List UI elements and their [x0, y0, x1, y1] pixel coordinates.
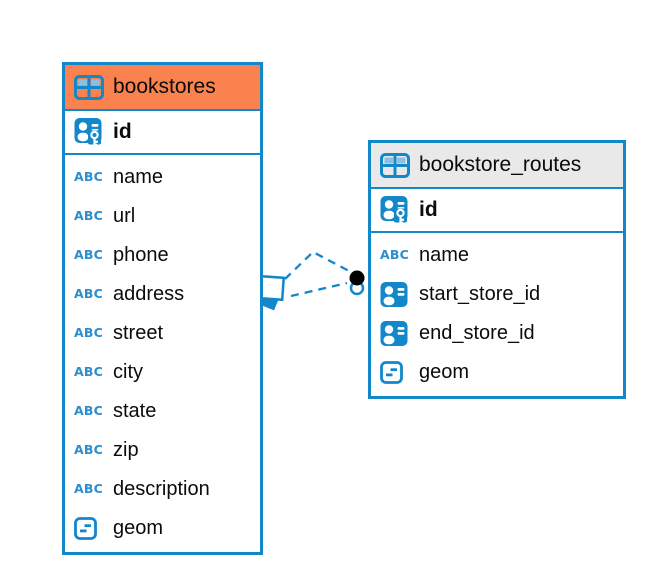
- column-row-address[interactable]: ABC address: [65, 275, 260, 314]
- column-label: geom: [113, 517, 164, 539]
- column-label: street: [113, 322, 164, 344]
- column-type-icon-slot: [74, 517, 104, 540]
- column-row-end_store_id[interactable]: end_store_id: [371, 314, 623, 353]
- column-type-icon-slot: [380, 320, 410, 347]
- abc-icon: ABC: [74, 325, 103, 341]
- column-type-icon-slot: [380, 281, 410, 308]
- abc-icon: ABC: [74, 481, 103, 497]
- table-title: bookstores: [113, 75, 216, 98]
- column-row-state[interactable]: ABC state: [65, 392, 260, 431]
- primary-key-row[interactable]: id: [371, 189, 623, 233]
- column-row-url[interactable]: ABC url: [65, 197, 260, 236]
- column-type-icon-slot: ABC: [74, 327, 104, 340]
- column-label: phone: [113, 244, 169, 266]
- table-grid-icon: [380, 152, 410, 178]
- column-type-icon-slot: ABC: [74, 288, 104, 301]
- column-type-icon-slot: ABC: [74, 444, 104, 457]
- table-bookstores-header[interactable]: bookstores: [65, 65, 260, 111]
- column-label: name: [419, 244, 470, 266]
- relationship-edges[interactable]: [253, 250, 365, 311]
- abc-icon: ABC: [74, 169, 103, 185]
- column-row-street[interactable]: ABC street: [65, 314, 260, 353]
- table-bookstore-routes[interactable]: bookstore_routes id ABC: [368, 140, 626, 399]
- column-label: address: [113, 283, 185, 305]
- column-type-icon-slot: ABC: [74, 249, 104, 262]
- abc-icon: ABC: [74, 286, 103, 302]
- column-type-icon-slot: [380, 361, 410, 384]
- column-type-icon-slot: ABC: [74, 171, 104, 184]
- column-type-icon-slot: ABC: [74, 210, 104, 223]
- table-grid-icon: [74, 74, 104, 100]
- column-label: geom: [419, 361, 470, 383]
- primary-key-row[interactable]: id: [65, 111, 260, 155]
- column-label: state: [113, 400, 157, 422]
- person-key-icon: [380, 196, 408, 224]
- column-row-city[interactable]: ABC city: [65, 353, 260, 392]
- table-title: bookstore_routes: [419, 153, 582, 176]
- geometry-icon: [380, 361, 403, 384]
- table-bookstore-routes-columns: ABC name start_store_id end_store_id geo…: [371, 233, 623, 396]
- column-label: city: [113, 361, 143, 383]
- relationship-edge-lower: [290, 281, 348, 298]
- abc-icon: ABC: [74, 208, 103, 224]
- column-type-icon-slot: ABC: [74, 366, 104, 379]
- abc-icon: ABC: [74, 247, 103, 263]
- column-label: end_store_id: [419, 322, 535, 344]
- relationship-target-marker: [349, 270, 365, 296]
- geometry-icon: [74, 517, 97, 540]
- abc-icon: ABC: [74, 403, 103, 419]
- column-row-start_store_id[interactable]: start_store_id: [371, 275, 623, 314]
- primary-key-label: id: [113, 120, 132, 143]
- table-bookstore-routes-header[interactable]: bookstore_routes: [371, 143, 623, 189]
- abc-icon: ABC: [74, 364, 103, 380]
- relationship-edge-upper: [284, 250, 352, 280]
- column-label: description: [113, 478, 210, 500]
- column-type-icon-slot: ABC: [380, 249, 410, 262]
- column-row-name[interactable]: ABC name: [371, 236, 623, 275]
- person-key-icon: [74, 118, 102, 146]
- column-row-name[interactable]: ABC name: [65, 158, 260, 197]
- column-row-description[interactable]: ABC description: [65, 470, 260, 509]
- column-row-zip[interactable]: ABC zip: [65, 431, 260, 470]
- person-card-icon: [380, 321, 408, 346]
- column-type-icon-slot: ABC: [74, 405, 104, 418]
- table-bookstores[interactable]: bookstores id ABC name: [62, 62, 263, 555]
- column-type-icon-slot: ABC: [74, 483, 104, 496]
- primary-key-label: id: [419, 198, 438, 221]
- column-label: url: [113, 205, 136, 227]
- table-bookstores-columns: ABC name ABC url ABC phone ABC address A…: [65, 155, 260, 552]
- abc-icon: ABC: [74, 442, 103, 458]
- column-row-phone[interactable]: ABC phone: [65, 236, 260, 275]
- person-card-icon: [380, 282, 408, 307]
- column-label: start_store_id: [419, 283, 541, 305]
- column-label: zip: [113, 439, 139, 461]
- column-row-geom[interactable]: geom: [65, 509, 260, 548]
- abc-icon: ABC: [380, 247, 409, 263]
- column-label: name: [113, 166, 164, 188]
- column-row-geom[interactable]: geom: [371, 353, 623, 392]
